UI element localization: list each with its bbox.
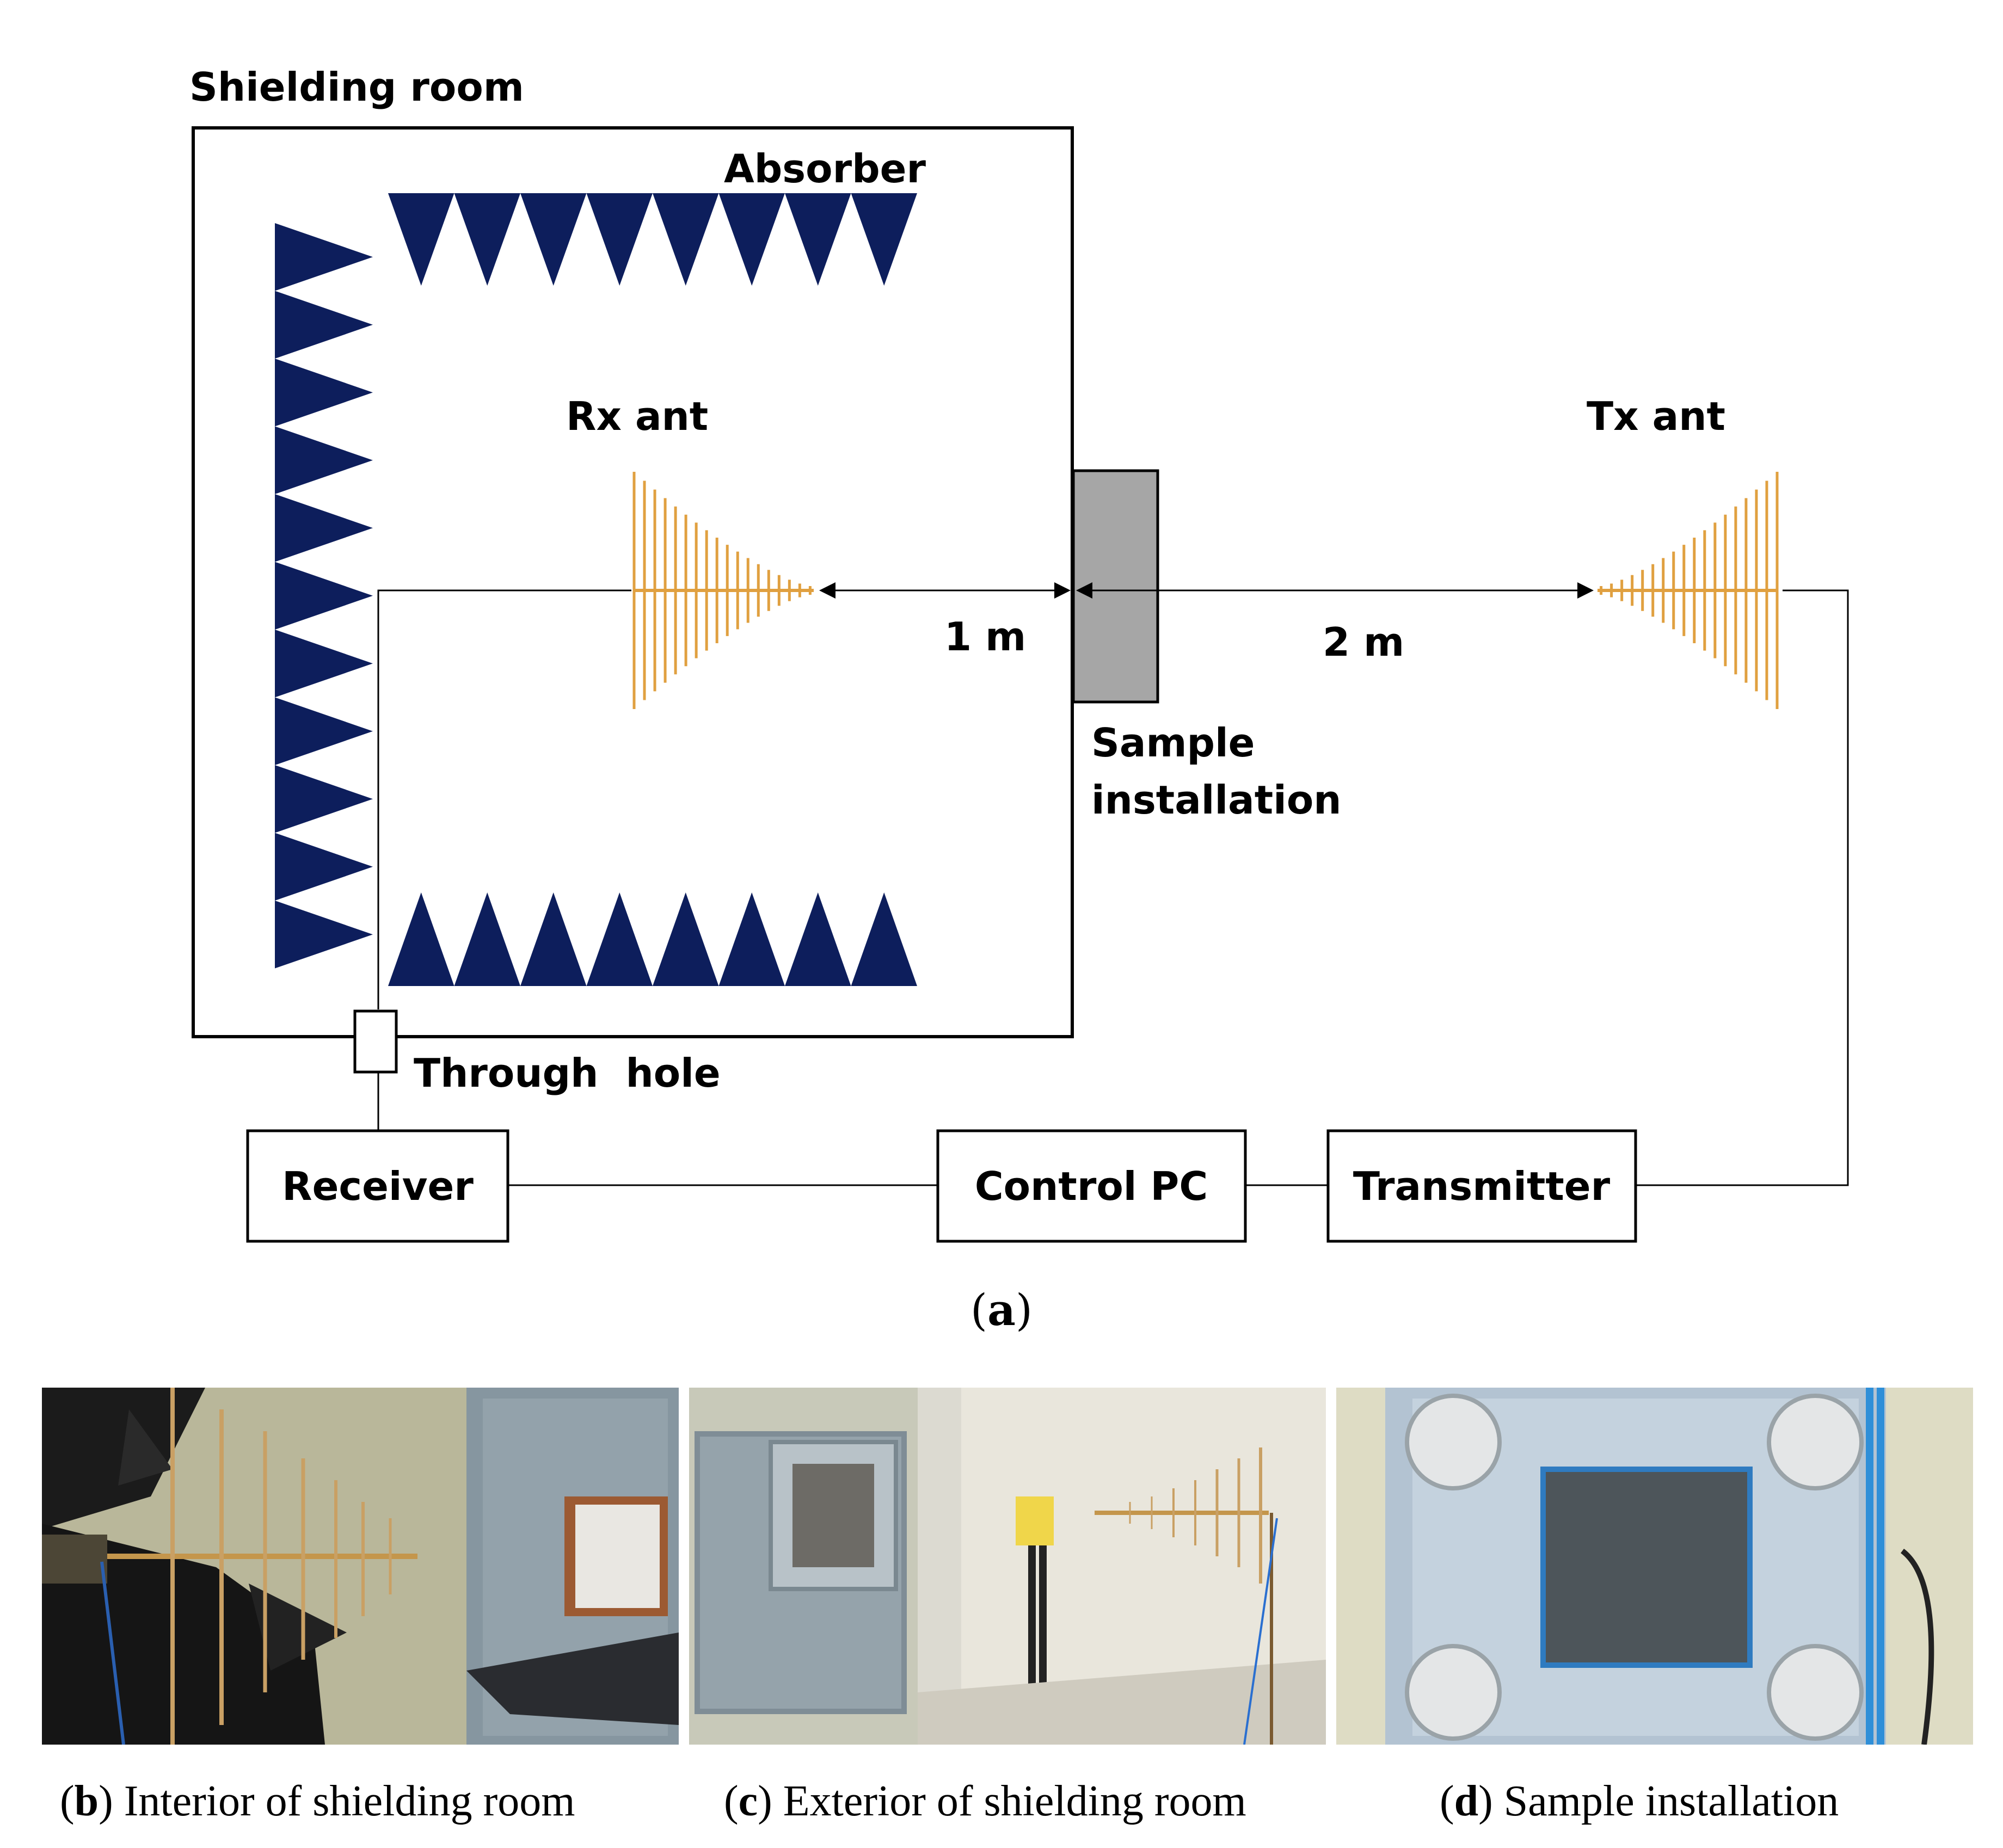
absorber-cone bbox=[275, 697, 373, 765]
caption-interior: (b) Interior of shielding room bbox=[60, 1777, 575, 1825]
photo-exterior-shielding-room bbox=[689, 1388, 1326, 1745]
absorber-cone bbox=[275, 426, 373, 494]
absorber-cone bbox=[275, 359, 373, 427]
caption-sample-letter: d bbox=[1454, 1777, 1479, 1825]
absorber-cone bbox=[718, 193, 785, 286]
absorber-cone bbox=[275, 630, 373, 698]
absorber-bottom-row bbox=[388, 892, 917, 986]
through-hole bbox=[353, 1009, 398, 1074]
through-hole-label: Through hole bbox=[414, 1050, 721, 1096]
photo-interior-shielding-room bbox=[42, 1388, 679, 1745]
absorber-cone bbox=[388, 193, 454, 286]
sample-installation-block bbox=[1072, 469, 1159, 704]
absorber-cone bbox=[275, 765, 373, 833]
caption-exterior-letter: c bbox=[738, 1777, 758, 1825]
absorber-cone bbox=[851, 193, 917, 286]
absorber-top-row bbox=[388, 193, 917, 286]
absorber-cone bbox=[653, 892, 719, 986]
receiver-label: Receiver bbox=[282, 1163, 474, 1209]
absorber-cone bbox=[653, 193, 719, 286]
absorber-label: Absorber bbox=[724, 146, 926, 192]
control-pc-box bbox=[936, 1129, 1247, 1243]
absorber-cone bbox=[454, 892, 520, 986]
absorber-cone bbox=[454, 193, 520, 286]
absorber-cone bbox=[851, 892, 917, 986]
absorber-cone bbox=[275, 901, 373, 969]
absorber-cone bbox=[275, 833, 373, 901]
tx-antenna-label: Tx ant bbox=[1587, 393, 1725, 439]
caption-exterior: (c) Exterior of shielding room bbox=[724, 1777, 1246, 1825]
absorber-cone bbox=[520, 892, 587, 986]
absorber-cone bbox=[785, 892, 851, 986]
diagram-caption-letter: a bbox=[987, 1284, 1016, 1335]
caption-exterior-text: Exterior of shielding room bbox=[783, 1777, 1246, 1825]
absorber-cone bbox=[275, 291, 373, 359]
absorber-cone bbox=[275, 494, 373, 562]
tx-antenna-icon bbox=[1598, 472, 1779, 709]
tx-cable bbox=[1636, 589, 1849, 1186]
sample-label-line2: installation bbox=[1091, 777, 1342, 823]
caption-interior-text: Interior of shielding room bbox=[124, 1777, 575, 1825]
rx-antenna-icon bbox=[632, 472, 814, 709]
photo-sample-installation bbox=[1336, 1388, 1973, 1745]
absorber-cone bbox=[718, 892, 785, 986]
transmitter-box bbox=[1326, 1129, 1637, 1243]
diagram-caption: (a) bbox=[970, 1284, 1033, 1335]
absorber-cone bbox=[586, 892, 653, 986]
absorber-cone bbox=[275, 223, 373, 291]
absorber-cone bbox=[520, 193, 587, 286]
rx-antenna-label: Rx ant bbox=[566, 393, 708, 439]
absorber-cone bbox=[586, 193, 653, 286]
absorber-cone bbox=[388, 892, 454, 986]
room-title: Shielding room bbox=[189, 64, 524, 110]
caption-interior-letter: b bbox=[74, 1777, 99, 1825]
caption-sample-text: Sample installation bbox=[1503, 1777, 1839, 1825]
transmitter-label: Transmitter bbox=[1353, 1163, 1611, 1209]
sample-label-line1: Sample bbox=[1091, 720, 1255, 766]
distance-rx-label: 1 m bbox=[944, 614, 1026, 660]
absorber-cone bbox=[785, 193, 851, 286]
absorber-left-column bbox=[275, 223, 373, 969]
absorber-cone bbox=[275, 562, 373, 630]
rx-cable bbox=[377, 589, 631, 1009]
distance-tx-label: 2 m bbox=[1323, 619, 1404, 665]
test-setup-diagram: Shielding room Absorber Rx ant Tx ant 1 … bbox=[189, 64, 1849, 1335]
caption-sample: (d) Sample installation bbox=[1440, 1777, 1839, 1825]
control-pc-label: Control PC bbox=[975, 1163, 1208, 1209]
receiver-box bbox=[246, 1129, 509, 1243]
